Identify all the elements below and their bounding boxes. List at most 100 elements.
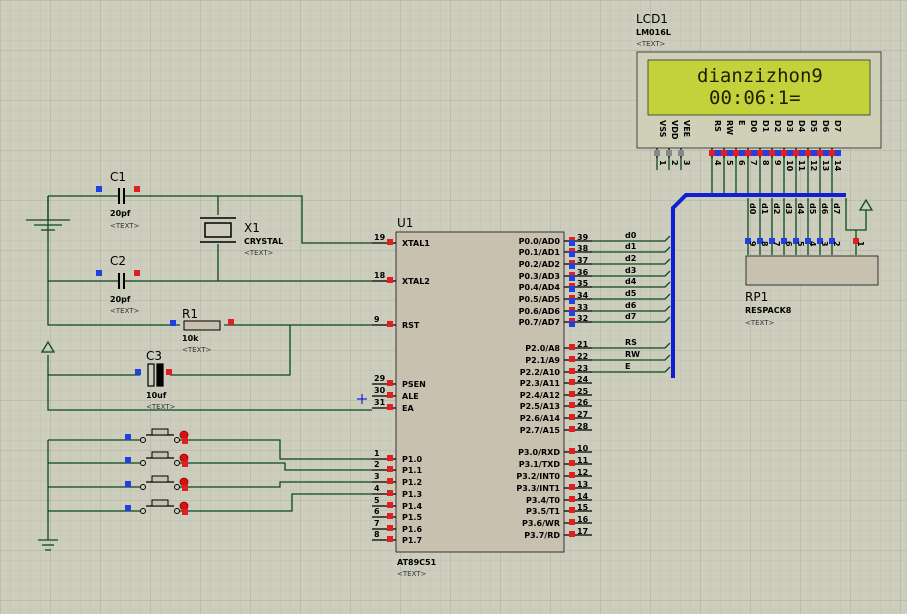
rp1-pin-number: 8 — [760, 241, 769, 247]
c2-ref: C2 — [110, 254, 126, 268]
u1-pin-5[interactable] — [387, 502, 393, 508]
u1-pin-9[interactable] — [387, 321, 393, 327]
c3-pin-1[interactable] — [135, 369, 141, 375]
rp1-pin-3[interactable] — [817, 238, 823, 244]
push-button-2[interactable] — [125, 451, 189, 467]
button-cap — [151, 475, 169, 483]
lcd-pin-d4[interactable] — [793, 150, 799, 156]
lcd-pin-number: 2 — [670, 160, 679, 166]
button-pin-blue — [125, 457, 131, 463]
lcd-pin-rs[interactable] — [709, 150, 715, 156]
u1-pin-13[interactable] — [569, 484, 575, 490]
u1-pin-23[interactable] — [569, 368, 575, 374]
u1-pin-19[interactable] — [387, 239, 393, 245]
u1-pin-3[interactable] — [387, 478, 393, 484]
rp1-pin-1[interactable] — [853, 238, 859, 244]
u1-pin-31[interactable] — [387, 404, 393, 410]
rp1-pin-2[interactable] — [829, 238, 835, 244]
c1-pin-1[interactable] — [96, 186, 102, 192]
rp1-pin-9[interactable] — [745, 238, 751, 244]
u1-pin-7[interactable] — [387, 525, 393, 531]
push-button-4[interactable] — [125, 499, 189, 515]
r1-pin-2[interactable] — [228, 319, 234, 325]
u1-pin-label: P1.0 — [402, 455, 422, 464]
u1-pin-label: P3.2/INT0 — [516, 472, 560, 481]
lcd-pin-e[interactable] — [733, 150, 739, 156]
u1-pin-8[interactable] — [387, 536, 393, 542]
rp1-pin-number: 2 — [832, 241, 841, 247]
u1-pin-12[interactable] — [569, 472, 575, 478]
lcd-pin-vss[interactable] — [654, 150, 660, 156]
u1-pin-26[interactable] — [569, 402, 575, 408]
u1-pin-number: 39 — [577, 233, 589, 242]
u1-pin-2[interactable] — [387, 466, 393, 472]
rp1-pin-6[interactable] — [781, 238, 787, 244]
u1-pin-number: 13 — [577, 480, 588, 489]
c3-capacitor[interactable]: C3 10uf <TEXT> — [135, 349, 176, 411]
u1-pin-label: P3.5/T1 — [526, 507, 560, 516]
x1-crystal[interactable]: X1 CRYSTAL <TEXT> — [200, 217, 283, 257]
u1-pin-1[interactable] — [387, 455, 393, 461]
lcd-pin-number: 14 — [833, 160, 842, 172]
r1-pin-1[interactable] — [170, 320, 176, 326]
c2-pin-2[interactable] — [134, 270, 140, 276]
rp1-pin-8[interactable] — [757, 238, 763, 244]
lcd-pin-d6[interactable] — [817, 150, 823, 156]
push-button-1[interactable] — [125, 428, 189, 444]
u1-pin-16[interactable] — [569, 519, 575, 525]
button-state-led-icon — [179, 430, 189, 440]
c3-pin-2[interactable] — [166, 369, 172, 375]
rp1-pin-7[interactable] — [769, 238, 775, 244]
u1-microcontroller[interactable]: U1 19XTAL118XTAL29RST29PSEN30ALE31EA1P1.… — [372, 216, 592, 578]
push-buttons — [125, 428, 189, 515]
u1-pin-6[interactable] — [387, 513, 393, 519]
u1-pin-label: P2.7/A15 — [520, 426, 561, 435]
u1-pin-29[interactable] — [387, 380, 393, 386]
u1-pin-15[interactable] — [569, 507, 575, 513]
button-pin-red — [182, 461, 188, 467]
r1-resistor[interactable]: R1 10k <TEXT> — [170, 307, 234, 354]
rp1-pin-5[interactable] — [793, 238, 799, 244]
c2-pin-1[interactable] — [96, 270, 102, 276]
lcd-pin-rw[interactable] — [721, 150, 727, 156]
u1-pin-label: P0.2/AD2 — [519, 260, 560, 269]
u1-pin-24[interactable] — [569, 379, 575, 385]
rp1-net-label: d3 — [784, 203, 793, 214]
lcd-pin-d0[interactable] — [745, 150, 751, 156]
push-button-3[interactable] — [125, 475, 189, 491]
lcd-pin-d7[interactable] — [829, 150, 835, 156]
u1-pin-number: 6 — [374, 507, 380, 516]
rp1-net-label: d0 — [748, 203, 757, 215]
lcd-pin-d5[interactable] — [805, 150, 811, 156]
r1-ref: R1 — [182, 307, 198, 321]
rp1-pin-4[interactable] — [805, 238, 811, 244]
u1-pin-27[interactable] — [569, 414, 575, 420]
u1-pin-11[interactable] — [569, 460, 575, 466]
u1-pin-14[interactable] — [569, 496, 575, 502]
u1-pin-30[interactable] — [387, 392, 393, 398]
lcd-pin-d1[interactable] — [757, 150, 763, 156]
u1-pin-number: 26 — [577, 398, 589, 407]
u1-pin-22[interactable] — [569, 356, 575, 362]
c1-capacitor[interactable]: C1 20pf <TEXT> — [96, 170, 140, 230]
u1-pin-25[interactable] — [569, 391, 575, 397]
c2-capacitor[interactable]: C2 20pf <TEXT> — [96, 254, 140, 315]
lcd-pin-d2[interactable] — [769, 150, 775, 156]
c1-pin-2[interactable] — [134, 186, 140, 192]
u1-pin-18[interactable] — [387, 277, 393, 283]
net-label-rs: RS — [625, 338, 637, 347]
u1-pin-28[interactable] — [569, 426, 575, 432]
lcd-pin-d3[interactable] — [781, 150, 787, 156]
u1-pin-4[interactable] — [387, 490, 393, 496]
u1-pin-number: 11 — [577, 456, 589, 465]
u1-pin-label: P1.5 — [402, 513, 422, 522]
c3-text: <TEXT> — [146, 403, 176, 411]
u1-pin-17[interactable] — [569, 531, 575, 537]
u1-pin-10[interactable] — [569, 448, 575, 454]
lcd-pin-vee[interactable] — [678, 150, 684, 156]
lcd1[interactable]: LCD1 LM016L <TEXT> dianzizhon9 00:06:1= … — [636, 12, 882, 172]
u1-pin-21[interactable] — [569, 344, 575, 350]
lcd-pin-vdd[interactable] — [666, 150, 672, 156]
